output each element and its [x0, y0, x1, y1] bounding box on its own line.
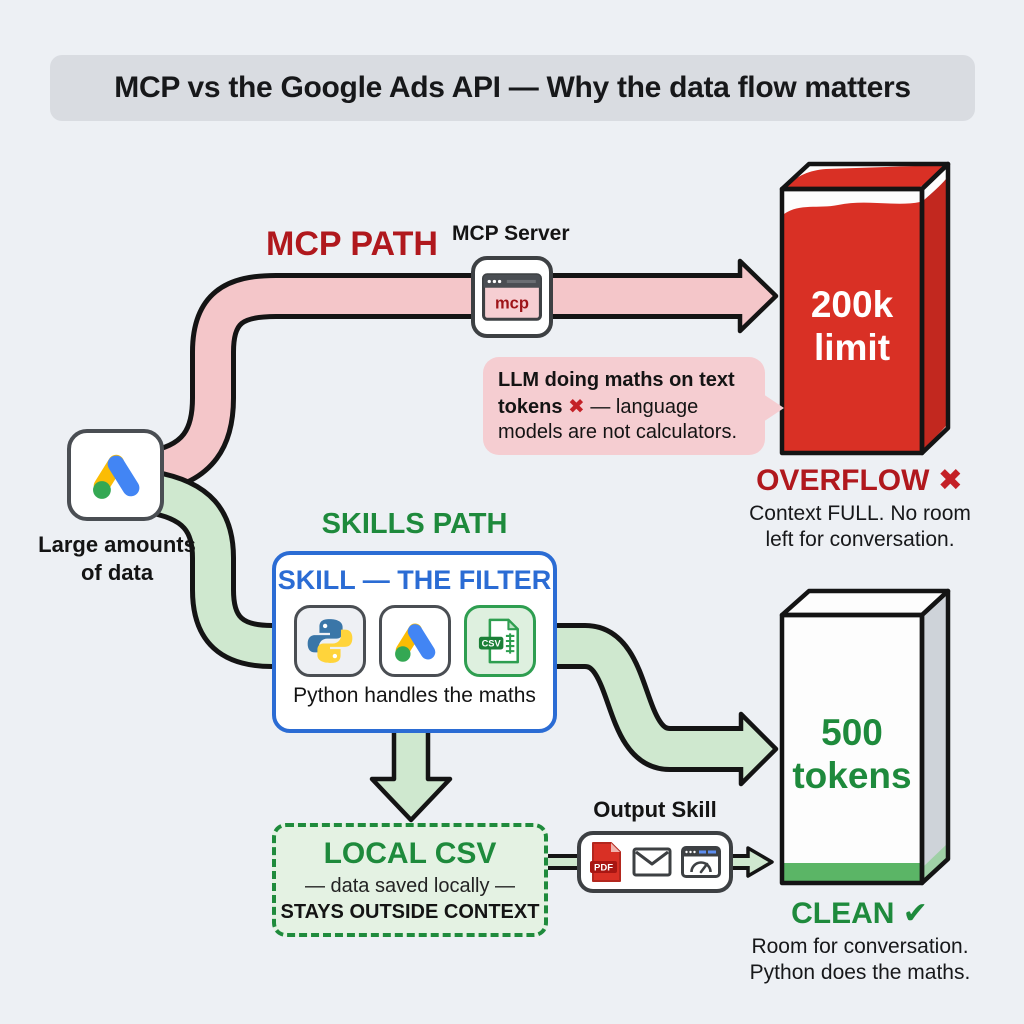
- google-ads-icon: [92, 454, 139, 499]
- skill-icon-row: CSV: [293, 605, 536, 677]
- cross-icon: ✖: [937, 463, 963, 498]
- python-icon: [307, 619, 352, 663]
- overflow-description: Context FULL. No room left for conversat…: [749, 502, 971, 552]
- mcp-ribbon: [146, 278, 744, 490]
- output-skill-label: Output Skill: [593, 797, 717, 822]
- skills-ribbon1: [146, 474, 300, 664]
- mcp-window-text: mcp: [495, 293, 529, 312]
- python-tile: [293, 605, 366, 677]
- overflow-verdict: OVERFLOW ✖: [756, 463, 963, 498]
- skill-filter-box: SKILL — THE FILTER: [272, 551, 557, 733]
- mcp-path-label: MCP PATH: [266, 225, 438, 263]
- check-icon: ✔: [902, 896, 928, 931]
- csv-tile: CSV: [463, 605, 536, 677]
- mcp-server-icon: mcp: [471, 256, 553, 338]
- skills-ribbon2: [545, 628, 744, 767]
- source-label: Large amounts of data: [38, 532, 196, 585]
- pdf-file-icon: PDF: [590, 842, 621, 882]
- mcp-arrowhead: [737, 258, 779, 334]
- google-ads-source-icon: [67, 429, 164, 521]
- callout-tail: [763, 394, 784, 422]
- skill-filter-title: SKILL — THE FILTER: [277, 565, 552, 595]
- email-icon: [632, 847, 672, 877]
- callout-rest-text: — language models are not calculators.: [498, 395, 738, 444]
- clean-verdict: CLEAN ✔: [791, 896, 928, 931]
- google-ads-tile: [378, 605, 451, 677]
- llm-maths-callout: LLM doing maths on text tokens ✖ — langu…: [483, 357, 784, 455]
- callout-bold-text: LLM doing maths on text tokens: [498, 369, 735, 418]
- title-bar: MCP vs the Google Ads API — Why the data…: [50, 55, 975, 121]
- skill-filter-caption: Python handles the maths: [293, 684, 536, 707]
- overflow-jar-label: 200k limit: [810, 284, 894, 368]
- overflow-jar: [779, 161, 951, 456]
- local-csv-note: STAYS OUTSIDE CONTEXT: [280, 901, 540, 923]
- local-csv-title: LOCAL CSV: [323, 837, 497, 870]
- local-csv-sub: — data saved locally —: [304, 875, 516, 897]
- page-title: MCP vs the Google Ads API — Why the data…: [114, 71, 911, 104]
- browser-window-icon: mcp: [482, 273, 542, 321]
- down-arrow: [369, 723, 453, 823]
- output-skill-box: PDF: [577, 831, 733, 893]
- csv-badge-text: CSV: [481, 638, 501, 648]
- skills-arrowhead: [738, 711, 779, 787]
- local-csv-box: LOCAL CSV — data saved locally — STAYS O…: [272, 823, 548, 937]
- clean-jar-label: 500 tokens: [792, 712, 912, 796]
- output-arrowhead: [746, 846, 774, 878]
- pdf-badge-text: PDF: [594, 863, 613, 874]
- clean-description: Room for conversation. Python does the m…: [749, 935, 971, 985]
- clean-jar: [779, 588, 951, 886]
- skills-path-label: SKILLS PATH: [321, 508, 508, 540]
- cross-icon: ✖: [568, 393, 585, 418]
- mcp-server-label: MCP Server: [452, 222, 570, 245]
- dashboard-gauge-icon: [681, 846, 721, 878]
- csv-file-icon: CSV: [478, 618, 519, 664]
- google-ads-icon: [394, 623, 435, 662]
